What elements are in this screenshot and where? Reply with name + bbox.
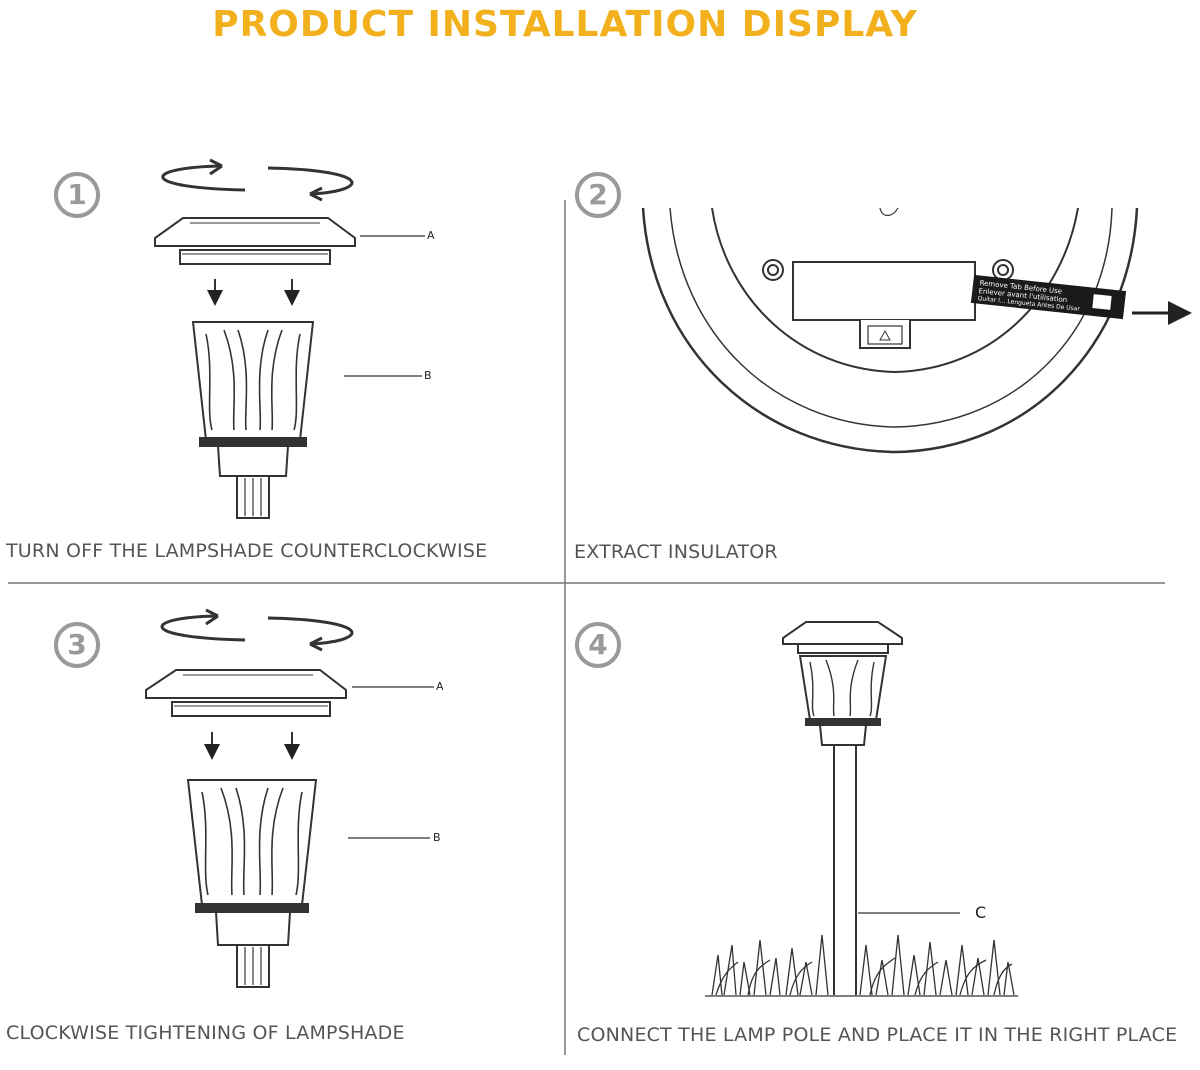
step-2-figure — [641, 207, 1192, 454]
step-3-figure — [145, 608, 434, 988]
step-3-label-a: A — [436, 680, 444, 693]
step-4-label-c: C — [975, 903, 987, 922]
step-1-label-b: B — [424, 369, 432, 382]
page-title: PRODUCT INSTALLATION DISPLAY — [212, 4, 918, 45]
step-4-number: 4 — [575, 622, 621, 668]
step-1-figure — [154, 158, 425, 519]
battery-compartment — [792, 261, 976, 321]
step-1-number: 1 — [54, 172, 100, 218]
insulator-tab — [970, 274, 1127, 320]
lamp-cap-a — [154, 217, 356, 247]
step-4-caption: CONNECT THE LAMP POLE AND PLACE IT IN TH… — [577, 1024, 1178, 1046]
step-1-caption: TURN OFF THE LAMPSHADE COUNTERCLOCKWISE — [6, 540, 488, 562]
rotation-arrow-left-3 — [160, 614, 246, 642]
rotation-arrow-left — [161, 164, 246, 192]
step-2-number: 2 — [575, 172, 621, 218]
grass — [705, 934, 1018, 997]
rotation-arrow-right-3 — [267, 616, 354, 646]
step-4-figure — [705, 621, 1018, 997]
step-3-label-b: B — [433, 831, 441, 844]
step-3-caption: CLOCKWISE TIGHTENING OF LAMPSHADE — [6, 1022, 405, 1044]
lamp-cap-a-3 — [145, 669, 347, 699]
step-2-caption: EXTRACT INSULATOR — [574, 541, 778, 563]
step-1-label-a: A — [427, 229, 435, 242]
rotation-arrow-right — [267, 166, 354, 196]
lamp-cap-assembled — [782, 621, 903, 645]
lamp-base-outer-ring — [641, 207, 1139, 454]
step-3-number: 3 — [54, 622, 100, 668]
